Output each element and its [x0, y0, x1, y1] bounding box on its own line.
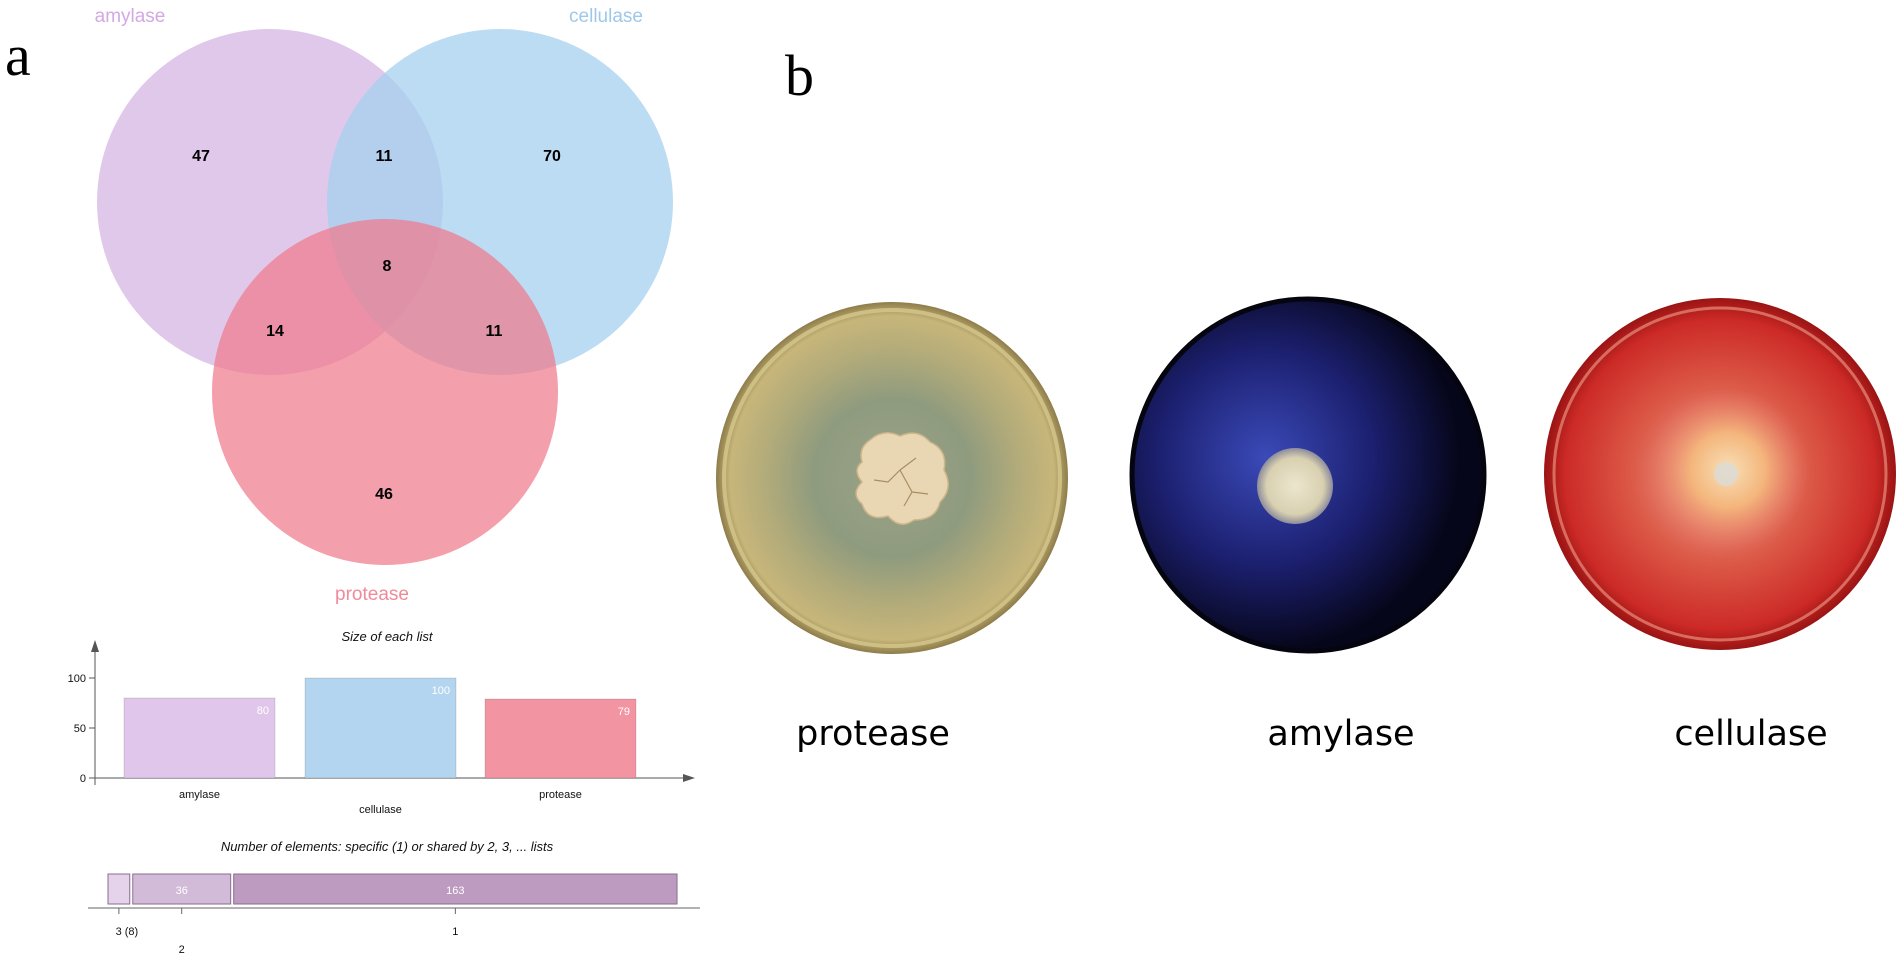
- plate-cellulase: [1544, 298, 1896, 650]
- share-chart-value-label: 163: [446, 885, 464, 897]
- size-chart: Size of each list 0 50 100 80 amylase 100 cel…: [68, 629, 695, 816]
- plate-protease: [716, 302, 1068, 654]
- venn-label-cellulase: cellulase: [569, 6, 643, 27]
- plate-label-protease: protease: [796, 714, 950, 754]
- size-chart-bar-cellulase: [304, 677, 457, 779]
- size-chart-bar-protease: [484, 698, 637, 779]
- size-chart-y-arrow: [91, 640, 99, 652]
- protease-colony-folds: [873, 457, 929, 507]
- size-chart-category-label: cellulase: [359, 804, 402, 816]
- plate-label-cellulase: cellulase: [1674, 714, 1827, 754]
- share-chart-bar: [107, 873, 131, 905]
- size-chart-value-label: 79: [618, 706, 630, 718]
- venn-count-amylase-protease: 14: [266, 323, 284, 340]
- size-chart-category-label: amylase: [179, 789, 220, 801]
- cellulase-colony: [1714, 462, 1738, 486]
- size-chart-ytick-label: 0: [80, 773, 86, 785]
- venn-label-amylase: amylase: [95, 6, 166, 27]
- share-chart-bar: [233, 873, 678, 905]
- amylase-plate-rim: [1129, 296, 1487, 654]
- venn-circle-protease: [212, 219, 558, 565]
- venn-label-protease: protease: [335, 584, 409, 605]
- share-chart: Number of elements: specific (1) or shar…: [88, 839, 700, 956]
- share-chart-category-label: 1: [452, 926, 458, 938]
- size-chart-value-label: 100: [432, 685, 450, 697]
- share-chart-title: Number of elements: specific (1) or shar…: [221, 839, 554, 854]
- venn-count-cellulase-protease: 11: [486, 323, 503, 340]
- plate-label-amylase: amylase: [1267, 714, 1414, 754]
- size-chart-bar-amylase: [123, 697, 276, 779]
- venn-count-all-three: 8: [383, 258, 392, 275]
- venn-count-protease-only: 46: [375, 486, 393, 503]
- venn-count-amylase-cellulase: 11: [376, 148, 393, 165]
- protease-plate-rim: [722, 308, 1062, 648]
- plate-amylase: [1129, 296, 1487, 654]
- size-chart-title: Size of each list: [341, 629, 433, 644]
- panel-b-letter: b: [785, 43, 814, 108]
- protease-colony: [855, 432, 949, 525]
- size-chart-value-label: 80: [257, 705, 269, 717]
- share-chart-category-label: 2: [179, 944, 185, 956]
- venn-count-cellulase-only: 70: [543, 148, 561, 165]
- share-chart-category-label: 3 (8): [116, 926, 139, 938]
- share-chart-bar: [132, 873, 232, 905]
- venn-diagram: amylase cellulase protease 47 11 70 8 14…: [95, 6, 673, 605]
- venn-count-amylase-only: 47: [192, 148, 210, 165]
- size-chart-category-label: protease: [539, 789, 582, 801]
- size-chart-ytick-label: 50: [74, 723, 86, 735]
- amylase-colony: [1257, 448, 1333, 524]
- size-chart-ytick-label: 100: [68, 673, 86, 685]
- share-chart-value-label: 36: [176, 885, 188, 897]
- panel-a-letter: a: [5, 23, 31, 88]
- cellulase-plate-rim: [1552, 306, 1888, 642]
- size-chart-x-arrow: [683, 774, 695, 782]
